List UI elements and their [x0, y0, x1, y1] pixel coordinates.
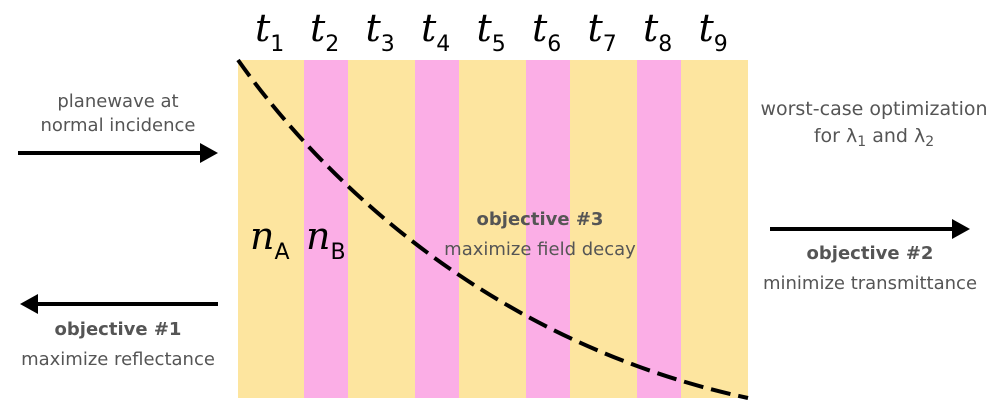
- objective2-title: objective #2: [806, 243, 934, 264]
- worst-case-line1: worst-case optimization: [760, 98, 988, 120]
- objective2-label: objective #2 minimize transmittance: [748, 242, 992, 296]
- objective3-label: objective #3 maximize field decay: [420, 208, 660, 262]
- layer-label-t4: t4: [421, 8, 450, 65]
- incident-arrow: [18, 143, 218, 163]
- layer-1-material-a: [238, 60, 304, 398]
- objective2-desc: minimize transmittance: [762, 273, 978, 294]
- layer-label-base: t: [698, 6, 714, 50]
- objective1-title: objective #1: [54, 319, 182, 340]
- objective1-desc: maximize reflectance: [21, 349, 215, 370]
- lambda1-sub: 1: [857, 134, 867, 150]
- layer-label-base: t: [532, 6, 548, 50]
- nB-base: n: [306, 214, 331, 258]
- layer-label-base: t: [310, 6, 326, 50]
- nB-sub: B: [330, 240, 346, 265]
- layer-label-sub: 9: [713, 32, 728, 57]
- material-b-label: nB: [306, 216, 346, 273]
- layer-label-base: t: [643, 6, 659, 50]
- incident-label: planewave at normal incidence: [18, 90, 218, 138]
- layer-label-sub: 6: [547, 32, 562, 57]
- layer-label-sub: 4: [436, 32, 451, 57]
- layer-label-t6: t6: [532, 8, 561, 65]
- layer-6-material-b: [526, 60, 570, 398]
- layer-label-base: t: [587, 6, 603, 50]
- objective1-label: objective #1 maximize reflectance: [0, 318, 236, 372]
- worst-case-line2: for λ1 and λ2: [748, 123, 1000, 156]
- layer-stack: [238, 60, 748, 398]
- layer-label-sub: 5: [491, 32, 506, 57]
- reflected-arrow: [20, 294, 218, 314]
- objective3-title: objective #3: [476, 209, 604, 230]
- worst-case-prefix: for λ: [813, 125, 858, 147]
- layer-label-t5: t5: [477, 8, 506, 65]
- layer-8-material-b: [637, 60, 681, 398]
- transmitted-arrow: [770, 219, 970, 239]
- material-a-label: nA: [250, 216, 290, 273]
- layer-9-material-a: [681, 60, 748, 398]
- layer-label-base: t: [421, 6, 437, 50]
- layer-label-base: t: [255, 6, 271, 50]
- layer-label-t2: t2: [310, 8, 339, 65]
- layer-label-t9: t9: [699, 8, 728, 65]
- layer-label-sub: 3: [380, 32, 395, 57]
- layer-3-material-a: [348, 60, 415, 398]
- layer-label-t8: t8: [643, 8, 672, 65]
- layer-label-base: t: [365, 6, 381, 50]
- incident-line1: planewave at: [57, 91, 179, 112]
- layer-label-sub: 1: [270, 32, 285, 57]
- layer-label-t1: t1: [255, 8, 284, 65]
- layer-4-material-b: [415, 60, 459, 398]
- layer-label-base: t: [476, 6, 492, 50]
- layer-label-sub: 2: [325, 32, 340, 57]
- layer-2-material-b: [304, 60, 348, 398]
- layer-label-sub: 7: [602, 32, 617, 57]
- layer-label-sub: 8: [658, 32, 673, 57]
- incident-line2: normal incidence: [40, 115, 196, 136]
- layer-5-material-a: [459, 60, 526, 398]
- field-decay-curve: [236, 58, 749, 400]
- objective3-desc: maximize field decay: [444, 239, 636, 260]
- nA-sub: A: [274, 240, 290, 265]
- nA-base: n: [250, 214, 275, 258]
- lambda2-sub: 2: [925, 134, 935, 150]
- worst-case-mid: and λ: [866, 125, 926, 147]
- worst-case-label: worst-case optimization for λ1 and λ2: [748, 96, 1000, 156]
- layer-label-t7: t7: [588, 8, 617, 65]
- layer-label-t3: t3: [366, 8, 395, 65]
